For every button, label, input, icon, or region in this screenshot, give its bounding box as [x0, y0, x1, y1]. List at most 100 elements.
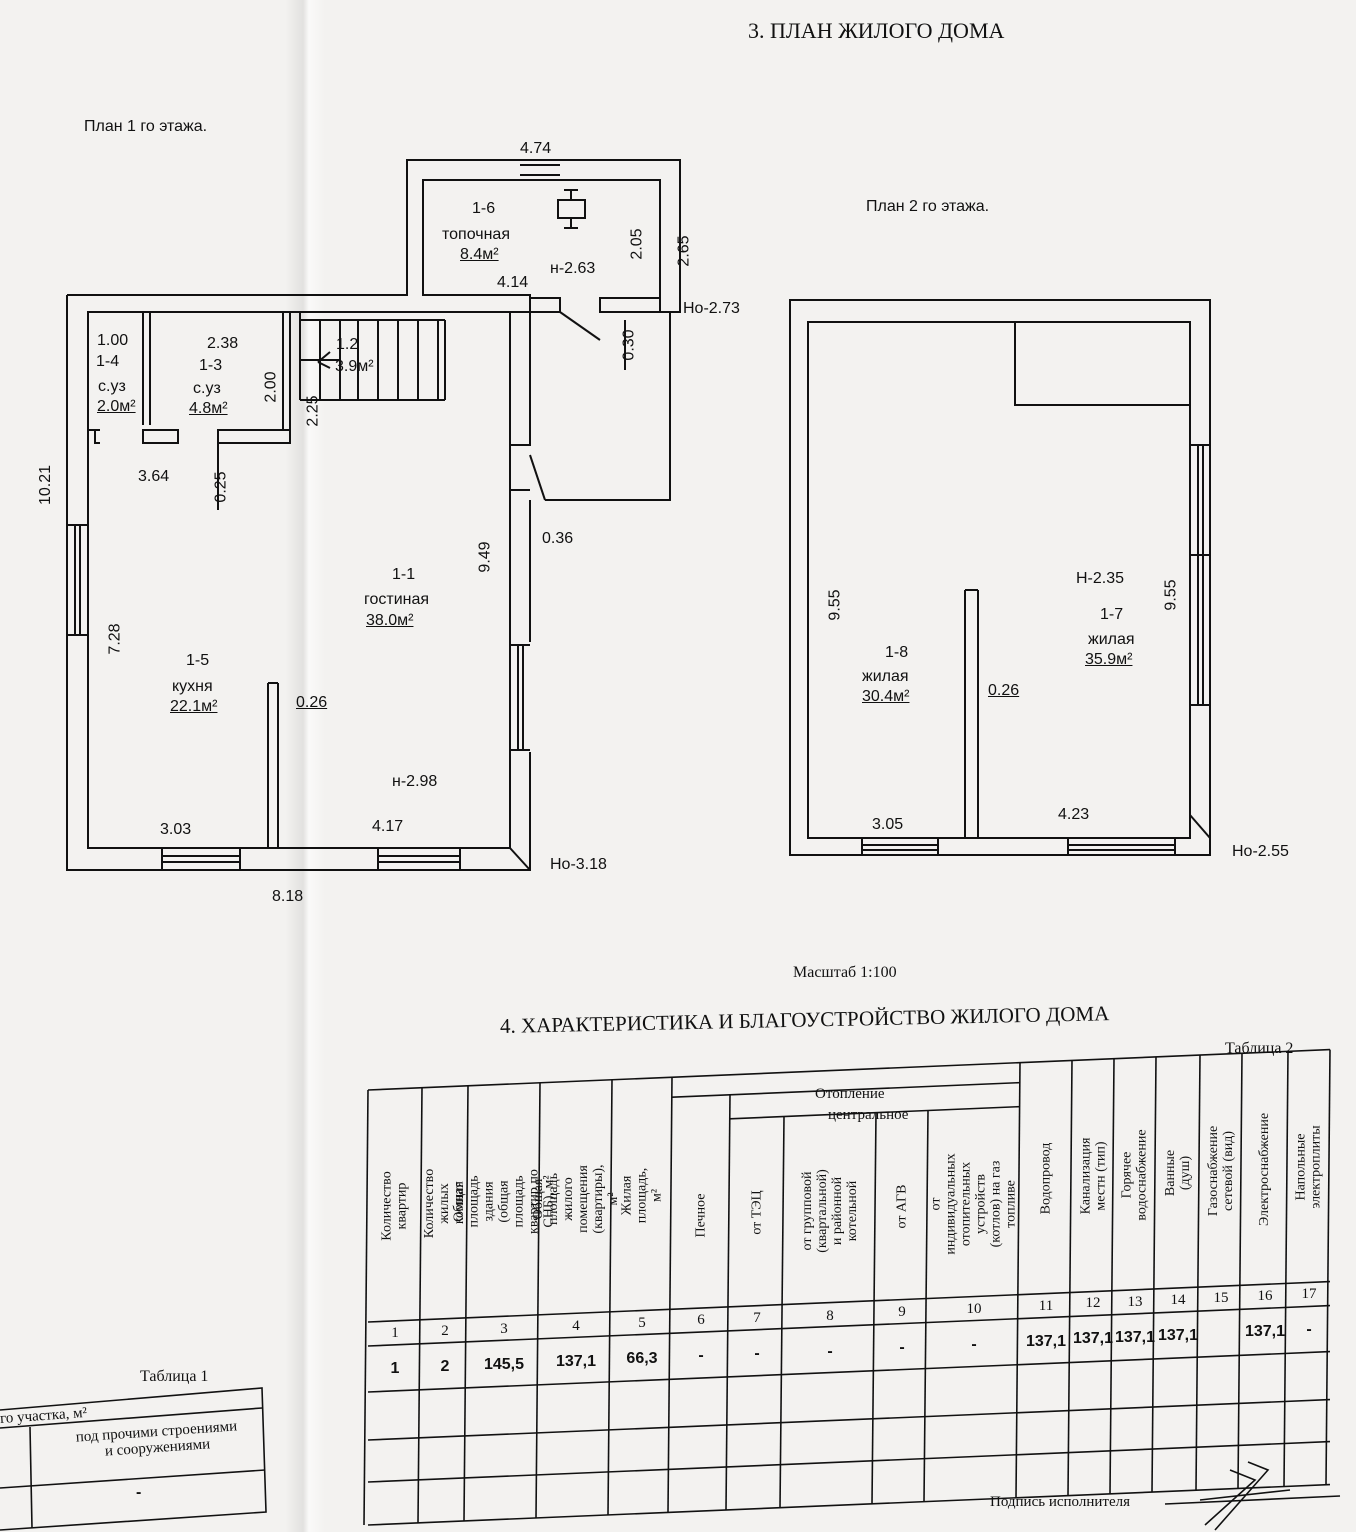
- table2-vline: [463, 1085, 469, 1521]
- room-1-3-area: 4.8м²: [189, 400, 228, 417]
- dim-423: 4.23: [1058, 806, 1090, 823]
- table2-col-number: 4: [572, 1317, 580, 1334]
- dim-238: 2.38: [207, 335, 239, 352]
- table2-col-number: 17: [1301, 1286, 1317, 1303]
- table2-hline: [367, 1483, 1331, 1526]
- room-1-7-area: 35.9м²: [1085, 651, 1133, 668]
- table2-col-number: 9: [898, 1303, 906, 1320]
- table2-value-cell: -: [754, 1344, 760, 1362]
- table2-header-cell: Ванные (душ): [1156, 1061, 1200, 1285]
- table2-header-cell: Водопровод: [1020, 1067, 1072, 1291]
- table2-header-cell: Горячее водоснабжение: [1114, 1063, 1156, 1287]
- table2-group-central: центральное: [828, 1107, 909, 1123]
- table2-vline: [363, 1089, 369, 1526]
- room-1-7-id: 1-7: [1100, 606, 1124, 623]
- table2-col-number: 16: [1257, 1288, 1273, 1305]
- table2-value-cell: 1: [390, 1360, 400, 1377]
- room-1-1-name: гостиная: [364, 591, 430, 608]
- table2-group-heating: Отопление: [815, 1086, 885, 1102]
- table2-col-number: 1: [391, 1325, 399, 1341]
- height-h-298: н-2.98: [392, 773, 438, 790]
- dim-414: 4.14: [497, 274, 529, 291]
- table2-col-number: 15: [1213, 1290, 1229, 1307]
- table2-header-cell: Напольные электроплиты: [1288, 1055, 1330, 1279]
- dim-818: 8.18: [272, 888, 304, 905]
- table2-header-text: Общая площадь жилого помещения (квартиры…: [531, 1164, 621, 1234]
- table2-header-text: Ванные (душ): [1163, 1149, 1193, 1196]
- table2-value-cell: -: [971, 1336, 977, 1354]
- table2-header-cell: от групповой (квартальной) и районной ко…: [784, 1121, 876, 1301]
- table2-header-text: Электроснабжение: [1257, 1112, 1273, 1226]
- table1-value: -: [136, 1484, 142, 1501]
- table2-header-text: Канализация местн (тип): [1078, 1138, 1108, 1215]
- table2-vline: [667, 1077, 673, 1513]
- table2-vline: [1283, 1051, 1289, 1487]
- table2-col-number: 8: [826, 1307, 834, 1324]
- scale-label: Масштаб 1:100: [793, 964, 897, 981]
- table2-col-number: 11: [1038, 1297, 1054, 1314]
- table2-col-number: 3: [500, 1320, 508, 1337]
- dim-417: 4.17: [372, 818, 404, 835]
- table2-header-text: от АГВ: [894, 1184, 910, 1229]
- table2-value-cell: 137,1: [1157, 1326, 1199, 1344]
- table2-header-text: Печное: [693, 1193, 709, 1238]
- room-1-6-area: 8.4м²: [460, 246, 499, 263]
- table2-hline: [367, 1048, 1331, 1091]
- height-ho-318: Но-3.18: [550, 856, 607, 873]
- room-1-6-name: топочная: [442, 226, 510, 243]
- plan2-title: План 2 го этажа.: [866, 198, 990, 215]
- table2-col-number: 12: [1085, 1295, 1101, 1312]
- room-1-1-area: 38.0м²: [366, 612, 414, 629]
- height-ho-255: Но-2.55: [1232, 843, 1289, 860]
- dim-474: 4.74: [520, 140, 552, 157]
- table1-label: Таблица 1: [140, 1368, 209, 1385]
- table2-value-cell: 137,1: [1025, 1332, 1067, 1350]
- table2-header-cell: Печное: [672, 1125, 730, 1305]
- table2-col-number: 10: [966, 1301, 982, 1318]
- dim-364: 3.64: [138, 468, 170, 485]
- table2-header-cell: Электроснабжение: [1242, 1057, 1288, 1281]
- table2-header-cell: Канализация местн (тип): [1072, 1064, 1114, 1288]
- table2-header-cell: Газоснабжение сетевой (вид): [1200, 1059, 1242, 1283]
- table2-header-cell: от АГВ: [876, 1117, 928, 1297]
- table2-vline: [871, 1112, 877, 1504]
- room-1-4-area: 2.0м²: [97, 398, 136, 415]
- dim-026-plan2: 0.26: [988, 682, 1020, 699]
- table2-vline: [1015, 1062, 1021, 1498]
- table2-value-cell: -: [827, 1342, 833, 1360]
- room-1-7-height: Н-2.35: [1076, 570, 1125, 587]
- room-1-1-id: 1-1: [392, 566, 416, 583]
- room-1-5-area: 22.1м²: [170, 698, 218, 715]
- table2-vline: [417, 1087, 423, 1523]
- table2-header-text: от индивидуальных отопительных устройств…: [929, 1153, 1019, 1256]
- table2-header-cell: Общая площадь жилого помещения (квартиры…: [531, 1087, 621, 1311]
- table2-value-cell: -: [1306, 1321, 1312, 1339]
- table2-col-number: 14: [1170, 1291, 1186, 1308]
- table2-vline: [607, 1079, 613, 1515]
- table2-header-text: от ТЭЦ: [749, 1190, 765, 1235]
- room-1-2-id: 1.2: [336, 336, 359, 353]
- table2-vline: [535, 1082, 541, 1518]
- room-1-3-name: с.уз: [193, 380, 221, 397]
- signature-label: Подпись исполнителя: [990, 1494, 1130, 1510]
- table2-value-cell: 137,1: [1244, 1323, 1286, 1341]
- table2-header-cell: Жилая площадь, м²: [612, 1084, 672, 1308]
- table2-vline: [1067, 1060, 1073, 1496]
- table2-header-text: Горячее водоснабжение: [1120, 1129, 1151, 1221]
- table2-header-text: Водопровод: [1038, 1142, 1054, 1215]
- room-1-4-id: 1-4: [96, 353, 120, 370]
- table2-value-cell: 145,5: [483, 1355, 525, 1373]
- table2-header-cell: от индивидуальных отопительных устройств…: [928, 1114, 1020, 1294]
- table2-hline: [367, 1304, 1331, 1347]
- table2-vline: [1195, 1055, 1201, 1491]
- room-1-6-id: 1-6: [472, 200, 496, 217]
- table2-hline: [367, 1440, 1331, 1483]
- table2-vline: [1151, 1056, 1157, 1492]
- table2-hline: [729, 1105, 1021, 1120]
- room-1-4-name: с.уз: [98, 378, 126, 395]
- dim-305: 3.05: [872, 816, 904, 833]
- room-1-8-id: 1-8: [885, 644, 909, 661]
